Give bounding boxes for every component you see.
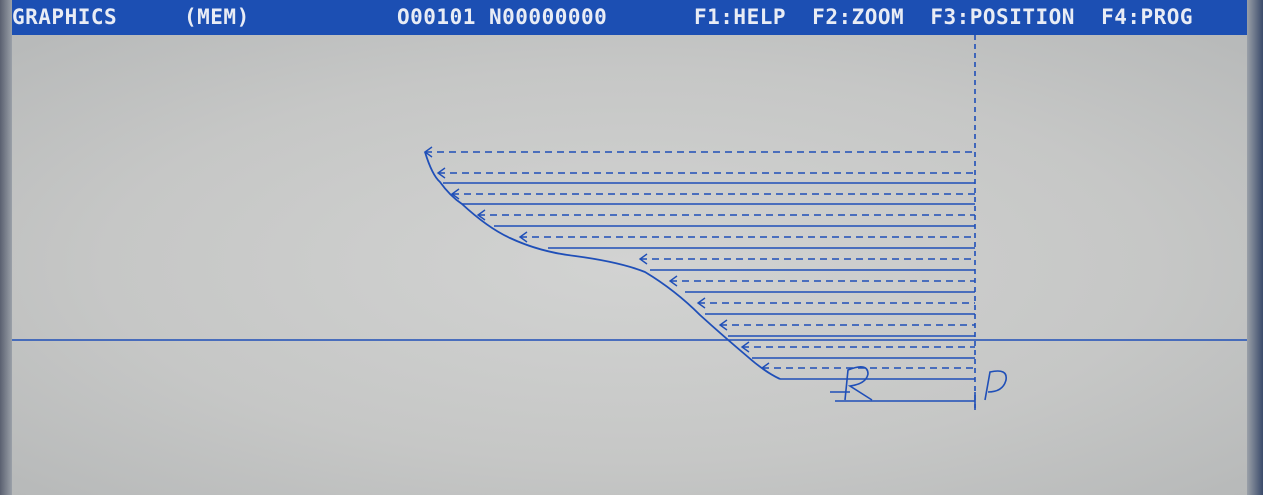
part-profile-contour: [424, 151, 781, 380]
pass-arrowhead-12: [668, 275, 678, 287]
pass-arrowhead-16: [718, 319, 728, 331]
screen-title: GRAPHICS: [12, 5, 118, 29]
toolpath-plot: [12, 35, 1247, 410]
graphics-viewport[interactable]: [12, 35, 1247, 495]
pass-arrowhead-4: [450, 188, 460, 200]
f1-help-key[interactable]: F1:HELP: [694, 5, 787, 29]
pass-arrowhead-18: [740, 341, 750, 353]
pass-arrowhead-20: [760, 362, 770, 374]
pass-arrowhead-2: [436, 167, 446, 179]
mode-indicator: (MEM): [184, 5, 250, 29]
f2-zoom-key[interactable]: F2:ZOOM: [812, 5, 905, 29]
status-bar: GRAPHICS (MEM) O00101 N00000000 F1:HELP …: [12, 0, 1247, 35]
pass-arrowhead-10: [638, 253, 648, 265]
handwritten-letter-r: [844, 366, 873, 401]
pass-arrowhead-8: [518, 231, 528, 243]
f3-position-key[interactable]: F3:POSITION: [930, 5, 1075, 29]
monitor-bezel-left: [0, 0, 12, 495]
pass-arrowhead-6: [476, 209, 486, 221]
function-keys: F1:HELP F2:ZOOM F3:POSITION F4:PROG: [694, 0, 1193, 35]
handwritten-letter-p: [984, 370, 1007, 401]
f4-prog-key[interactable]: F4:PROG: [1101, 5, 1194, 29]
pass-arrowhead-14: [696, 297, 706, 309]
monitor-bezel-right: [1247, 0, 1263, 495]
pass-arrowhead-1: [423, 146, 433, 158]
program-number: O00101 N00000000: [397, 5, 608, 29]
